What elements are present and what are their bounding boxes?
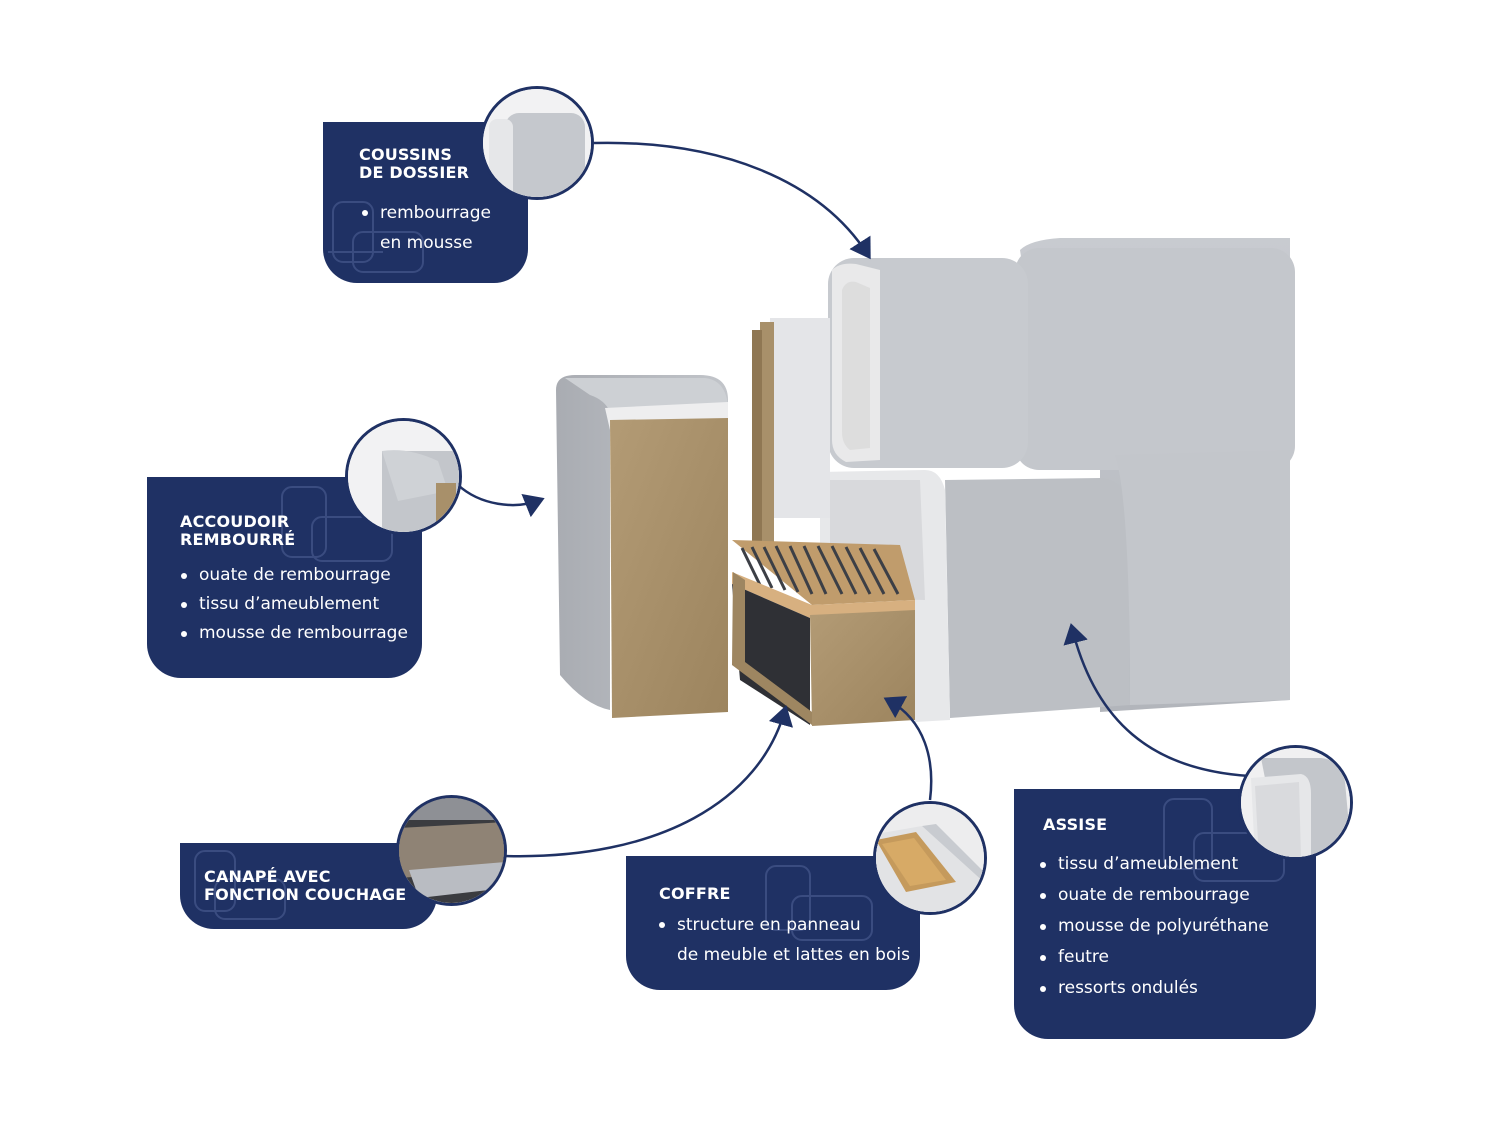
- list-item: structure en panneau: [657, 910, 910, 940]
- list-item: feutre: [1038, 942, 1269, 973]
- arrow-seat: [1063, 623, 1251, 778]
- callout-title: ACCOUDOIR REMBOURRÉ: [180, 512, 296, 549]
- list-item: ressorts ondulés: [1038, 973, 1269, 1004]
- detail-bubble-storage: [873, 801, 987, 915]
- sofa-outline-watermark: [765, 865, 873, 941]
- callout-list: ouate de rembourrage tissu d’ameublement…: [179, 561, 408, 648]
- list-item: tissu d’ameublement: [1038, 849, 1269, 880]
- callout-list: structure en panneau de meuble et lattes…: [657, 910, 910, 970]
- sofa-outline-watermark: [328, 201, 424, 273]
- detail-bubble-seat: [1238, 745, 1353, 860]
- list-item: rembourrage: [360, 198, 491, 228]
- list-item: mousse de polyuréthane: [1038, 911, 1269, 942]
- detail-bubble-backrest: [480, 86, 594, 200]
- callout-storage: COFFRE structure en panneau de meuble et…: [626, 856, 920, 990]
- list-item: tissu d’ameublement: [179, 590, 408, 619]
- arrow-storage: [883, 696, 933, 801]
- callout-title: COFFRE: [659, 884, 731, 903]
- arrow-sleep: [504, 705, 794, 858]
- list-item: de meuble et lattes en bois: [677, 945, 910, 965]
- callout-list: tissu d’ameublement ouate de rembourrage…: [1038, 849, 1269, 1004]
- callout-list: rembourrage en mousse: [360, 198, 491, 258]
- callout-title: ASSISE: [1043, 815, 1108, 834]
- armrest-block: [556, 375, 728, 718]
- sofa-outline-watermark: [194, 850, 286, 920]
- list-item: ouate de rembourrage: [1038, 880, 1269, 911]
- callout-title: COUSSINS DE DOSSIER: [359, 145, 470, 182]
- detail-bubble-armrest: [345, 418, 462, 535]
- arrow-backrest: [593, 141, 871, 260]
- detail-bubble-sleep: [396, 795, 507, 906]
- list-item: mousse de rembourrage: [179, 619, 408, 648]
- callout-backrest: COUSSINS DE DOSSIER rembourrage en mouss…: [323, 122, 528, 283]
- callout-title: CANAPÉ AVEC FONCTION COUCHAGE: [204, 867, 407, 904]
- list-item: ouate de rembourrage: [179, 561, 408, 590]
- arrow-armrest: [457, 484, 545, 518]
- list-item: en mousse: [380, 233, 473, 253]
- callout-sleep-function: CANAPÉ AVEC FONCTION COUCHAGE: [180, 843, 437, 929]
